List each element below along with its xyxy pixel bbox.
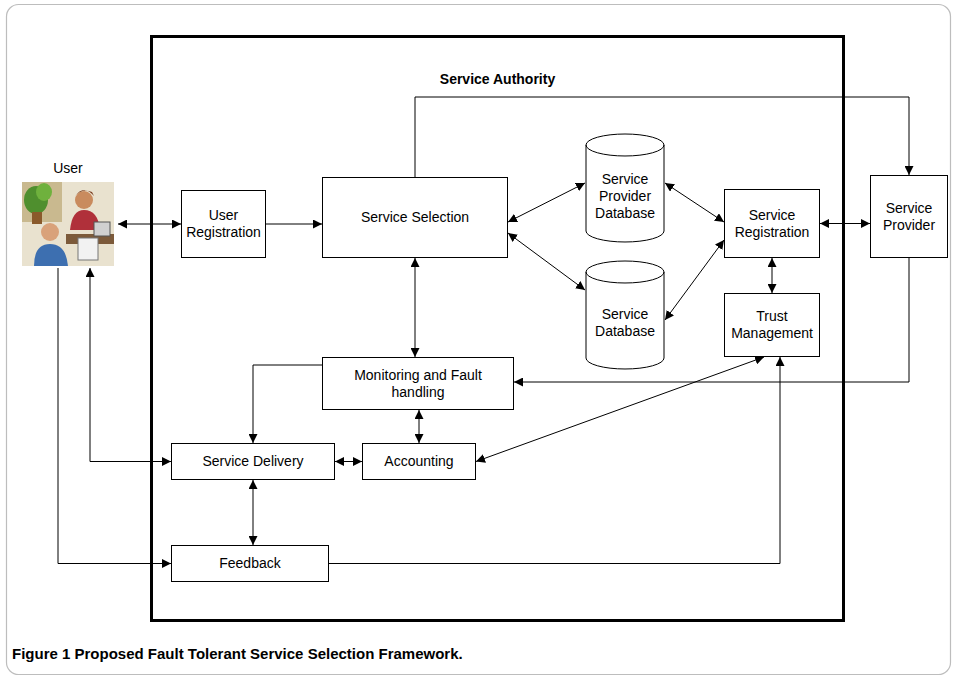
process-box: User Registration bbox=[181, 190, 266, 258]
process-box: Service Delivery bbox=[171, 443, 335, 480]
connector-arrow bbox=[253, 365, 322, 443]
node-label: Service Delivery bbox=[202, 453, 303, 470]
connector-arrow bbox=[665, 183, 724, 222]
connector-arrow bbox=[514, 258, 909, 382]
connector-arrow bbox=[508, 233, 585, 290]
process-box: Trust Management bbox=[724, 293, 820, 357]
node-label: Service Provider Database bbox=[589, 171, 661, 222]
user-illustration bbox=[22, 182, 114, 266]
illustration-background bbox=[22, 182, 114, 266]
figure-caption: Figure 1 Proposed Fault Tolerant Service… bbox=[12, 645, 463, 662]
connector-arrow bbox=[772, 258, 773, 293]
node-label: Monitoring and Fault handling bbox=[326, 367, 510, 401]
frame-outline bbox=[7, 5, 951, 675]
authority-boundary: Service AuthorityUser RegistrationServic… bbox=[150, 35, 845, 622]
connector-arrow bbox=[820, 223, 870, 224]
cylinder-body bbox=[586, 261, 664, 369]
person-head bbox=[41, 223, 59, 241]
connector-arrow bbox=[508, 183, 585, 222]
connector-arrow bbox=[266, 224, 322, 225]
database-cylinder: Service Database bbox=[585, 260, 665, 370]
node-label: Service Provider bbox=[874, 200, 944, 234]
node-label: Accounting bbox=[384, 453, 453, 470]
person-hair bbox=[75, 190, 94, 196]
connector-arrow bbox=[419, 410, 420, 443]
node-label: Trust Management bbox=[728, 308, 816, 342]
node-label: Service Selection bbox=[361, 209, 469, 226]
paper-sheet bbox=[78, 238, 98, 260]
laptop bbox=[94, 222, 110, 236]
connector-arrow bbox=[415, 258, 416, 357]
cylinder-rim bbox=[586, 145, 664, 156]
connector-arrow bbox=[253, 480, 254, 545]
person-body bbox=[34, 244, 68, 266]
person-head bbox=[75, 191, 93, 209]
connector-arrow bbox=[665, 240, 724, 320]
node-label: User Registration bbox=[185, 207, 262, 241]
plant-pot bbox=[32, 212, 42, 224]
process-box: Feedback bbox=[171, 545, 329, 582]
database-cylinder: Service Provider Database bbox=[585, 133, 665, 243]
user-actor: User bbox=[18, 158, 118, 268]
process-box: Monitoring and Fault handling bbox=[322, 357, 514, 410]
cylinder-rim bbox=[586, 272, 664, 283]
external-box: Service Provider bbox=[870, 175, 948, 258]
connector-arrow bbox=[90, 268, 171, 462]
plant-leaves bbox=[36, 183, 52, 201]
node-label: Service Database bbox=[589, 306, 661, 340]
node-label: Service Registration bbox=[728, 207, 816, 241]
process-box: Service Selection bbox=[322, 177, 508, 258]
region-title: Service Authority bbox=[153, 71, 842, 88]
cylinder-body bbox=[586, 134, 664, 242]
node-label: User bbox=[18, 160, 118, 177]
connector-arrow bbox=[476, 357, 764, 462]
connector-arrow bbox=[58, 268, 171, 564]
process-box: Service Registration bbox=[724, 189, 820, 258]
process-box: Accounting bbox=[362, 443, 476, 480]
connector-arrow bbox=[335, 461, 362, 462]
node-label: Feedback bbox=[219, 555, 280, 572]
